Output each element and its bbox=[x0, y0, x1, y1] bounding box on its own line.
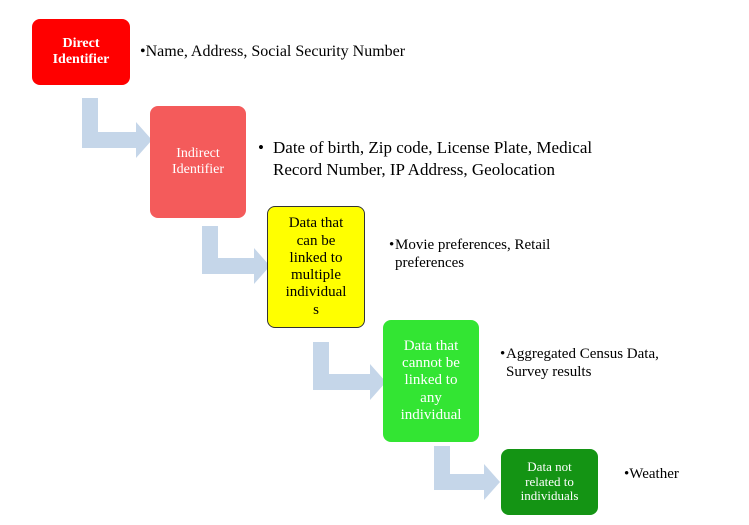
direct-identifier-label: Direct Identifier bbox=[52, 35, 110, 67]
indirect-identifier-label: Indirect Identifier bbox=[171, 145, 225, 177]
bent-arrow-3 bbox=[313, 342, 386, 400]
not-linkable-box: Data that cannot be linked to any indivi… bbox=[383, 320, 479, 442]
bullet: • bbox=[258, 138, 264, 157]
bent-arrow-1 bbox=[82, 98, 152, 158]
not-related-box: Data not related to individuals bbox=[501, 449, 598, 515]
linkable-multiple-description: • Movie preferences, Retail preferences bbox=[389, 237, 551, 271]
direct-identifier-box: Direct Identifier bbox=[32, 19, 130, 85]
linkable-multiple-label: Data that can be linked to multiple indi… bbox=[285, 215, 347, 318]
linkable-multiple-box: Data that can be linked to multiple indi… bbox=[267, 206, 365, 328]
bullet: • bbox=[624, 466, 630, 482]
bent-arrow-2 bbox=[202, 226, 270, 284]
indirect-identifier-box: Indirect Identifier bbox=[150, 106, 246, 218]
bullet: • bbox=[140, 43, 146, 60]
indirect-identifier-description: • Date of birth, Zip code, License Plate… bbox=[258, 138, 593, 179]
bent-arrow-4 bbox=[434, 446, 500, 500]
direct-identifier-description: •Name, Address, Social Security Number bbox=[140, 43, 406, 60]
bullet: • bbox=[389, 237, 395, 253]
not-related-label: Data not related to individuals bbox=[520, 458, 579, 504]
not-related-description: •Weather bbox=[624, 466, 679, 482]
not-linkable-description: • Aggregated Census Data, Survey results bbox=[500, 346, 659, 380]
bullet: • bbox=[500, 346, 506, 362]
not-linkable-label: Data that cannot be linked to any indivi… bbox=[400, 337, 462, 423]
